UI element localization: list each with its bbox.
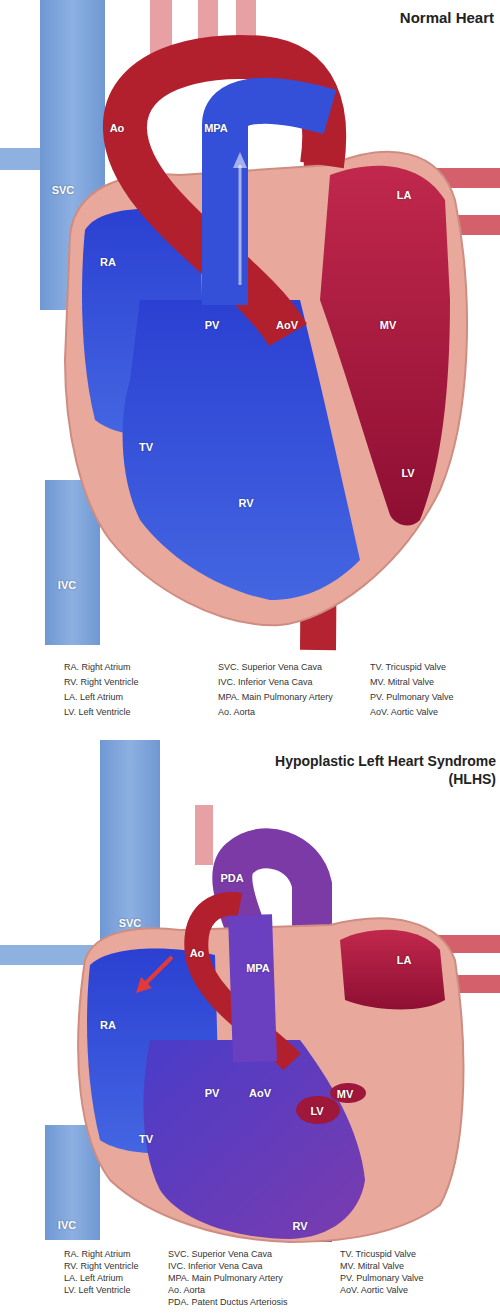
part-label: IVC (58, 579, 76, 591)
abbreviation-key: RV. Right Ventricle (64, 677, 139, 688)
abbreviation-key: Ao. Aorta (168, 1285, 205, 1296)
heart-wall (65, 152, 467, 625)
abbreviation-key: IVC. Inferior Vena Cava (168, 1261, 263, 1272)
part-label: PV (205, 1087, 220, 1099)
part-label: Ao (110, 122, 125, 134)
abbreviation-key: MPA. Main Pulmonary Artery (168, 1273, 283, 1284)
part-label: SVC (52, 184, 75, 196)
part-label: AoV (249, 1087, 271, 1099)
part-label: MPA (204, 122, 228, 134)
mitral-valve (330, 1083, 366, 1103)
abbreviation-key: LA. Left Atrium (64, 692, 123, 703)
left-heart-chambers (320, 166, 450, 526)
abbreviation-key: AoV. Aortic Valve (370, 707, 438, 718)
flow-arrow (239, 165, 242, 285)
part-label: SVC (119, 917, 142, 929)
aorta (196, 904, 292, 1062)
main-pulmonary-artery (225, 101, 330, 305)
part-label: TV (139, 441, 153, 453)
abbreviation-key: TV. Tricuspid Valve (340, 1249, 416, 1260)
abbreviation-key: PV. Pulmonary Valve (340, 1273, 424, 1284)
left-ventricle (296, 1096, 340, 1124)
abbreviation-key: LA. Left Atrium (64, 1273, 123, 1284)
abbreviation-key: TV. Tricuspid Valve (370, 662, 446, 673)
aortic-branch (195, 805, 213, 865)
abbreviation-key: LV. Left Ventricle (64, 707, 131, 718)
flow-arrowhead (233, 152, 247, 168)
abbreviation-key: LV. Left Ventricle (64, 1285, 131, 1296)
left-atrium (340, 930, 445, 1010)
abbreviation-key: MV. Mitral Valve (370, 677, 434, 688)
part-label: LV (310, 1105, 323, 1117)
part-label: RA (100, 256, 116, 268)
part-label: LA (397, 954, 412, 966)
panel-title: Normal Heart (294, 8, 494, 28)
part-label: RV (292, 1220, 307, 1232)
abbreviation-key: RV. Right Ventricle (64, 1261, 139, 1272)
right-ventricle (123, 300, 360, 600)
part-label: PV (205, 319, 220, 331)
part-label: Ao (190, 947, 205, 959)
part-label: TV (139, 1133, 153, 1145)
part-label: PDA (220, 872, 243, 884)
right-ventricle (143, 1040, 365, 1239)
part-label: RV (238, 497, 253, 509)
abbreviation-key: Ao. Aorta (218, 707, 255, 718)
hlhs-heart (0, 740, 500, 1242)
main-pulmonary-artery (250, 915, 255, 1062)
abbreviation-key: IVC. Inferior Vena Cava (218, 677, 313, 688)
part-label: LA (397, 189, 412, 201)
part-label: RA (100, 1019, 116, 1031)
panel-title: Hypoplastic Left Heart Syndrome (HLHS) (238, 752, 496, 788)
abbreviation-key: RA. Right Atrium (64, 662, 131, 673)
abbreviation-key: RA. Right Atrium (64, 1249, 131, 1260)
normal-heart (0, 0, 500, 650)
abbreviation-key: SVC. Superior Vena Cava (218, 662, 322, 673)
abbreviation-key: PV. Pulmonary Valve (370, 692, 454, 703)
part-label: LV (401, 467, 414, 479)
abbreviation-key: MPA. Main Pulmonary Artery (218, 692, 333, 703)
flow-arrow (146, 957, 172, 983)
part-label: MPA (246, 962, 270, 974)
abbreviation-key: SVC. Superior Vena Cava (168, 1249, 272, 1260)
part-label: AoV (276, 319, 298, 331)
abbreviation-key: MV. Mitral Valve (340, 1261, 404, 1272)
part-label: MV (337, 1088, 354, 1100)
part-label: IVC (58, 1219, 76, 1231)
abbreviation-key: PDA. Patent Ductus Arteriosis (168, 1297, 288, 1308)
flow-arrowhead (136, 977, 152, 993)
part-label: MV (380, 319, 397, 331)
abbreviation-key: AoV. Aortic Valve (340, 1285, 408, 1296)
